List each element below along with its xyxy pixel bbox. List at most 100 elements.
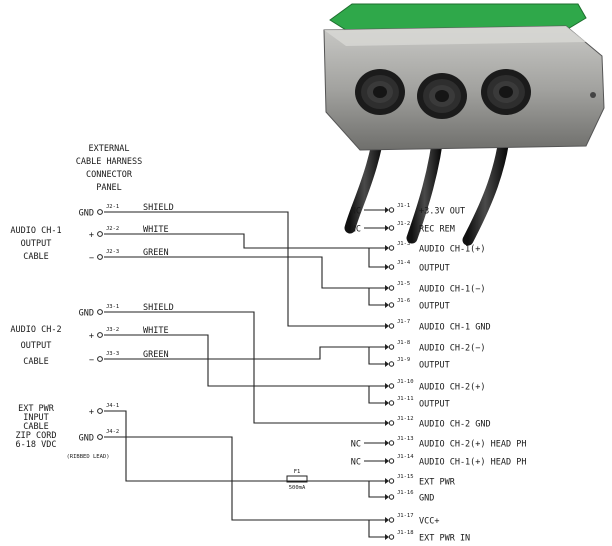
left-pin-side: GND [79,209,94,219]
right-pin-number: J1-4 [397,260,411,266]
right-pin-label: AUDIO CH-2(−) [419,344,486,354]
right-pin-label: GND [419,494,434,504]
arrow-icon [385,285,389,291]
arrow-icon [385,458,389,464]
pin-contact-icon [97,434,103,440]
left-pin-number: J4-1 [106,403,119,409]
strain-relief-2 [417,73,467,119]
right-pin-label: REC REM [419,225,455,235]
wire-color-label: WHITE [143,225,169,235]
pin-contact-icon [97,209,103,215]
right-pin-label: AUDIO CH-2(+) HEAD PH [419,440,526,450]
wire-j4-2-to-j1-17 [104,436,386,521]
cable-ch2-title-2: OUTPUT [21,341,52,351]
strain-relief-1 [355,69,405,115]
pin-contact-icon [97,408,103,414]
pin-contact-icon [388,383,395,389]
arrow-icon [385,400,389,406]
left-pin-number: J3-1 [106,304,119,310]
arrow-icon [385,302,389,308]
nc-label: NC [351,458,361,468]
pin-contact-icon [97,356,103,362]
left-pin-side: GND [79,434,94,444]
right-pin-label: OUTPUT [419,302,450,312]
arrow-icon [385,323,389,329]
wire-color-label: GREEN [143,248,169,258]
right-pin-label: AUDIO CH-1(+) HEAD PH [419,458,526,468]
wire-color-label: WHITE [143,326,169,336]
wire-color-label: SHIELD [143,203,174,213]
arrow-icon [385,440,389,446]
right-pin-number: J1-7 [397,319,410,325]
mount-hole [590,92,596,98]
right-pin-label: AUDIO CH-2 GND [419,420,491,430]
pin-contact-icon [388,478,395,484]
right-pin-number: J1-15 [397,474,414,480]
jumper-j1-10 [368,385,386,404]
panel-title: EXTERNAL CABLE HARNESS CONNECTOR PANEL [76,144,143,193]
wire-color-label: SHIELD [143,303,174,313]
panel-top-face [324,26,586,46]
right-pin-label: EXT PWR IN [419,534,470,544]
pin-contact-icon [97,254,103,260]
nc-label: NC [351,225,361,235]
panel-title-line-1: EXTERNAL [89,144,130,154]
wire-j3-2-to-j1-10 [104,334,386,387]
right-pin-label: OUTPUT [419,361,450,371]
left-pin: − J2-3 GREEN [89,248,169,264]
pin-contact-icon [388,420,395,426]
pin-contact-icon [388,344,395,350]
jumper-j1-15 [368,480,386,498]
right-pin-label: AUDIO CH-1 GND [419,323,491,333]
pin-contact-icon [97,332,103,338]
wire-j2-1-to-j1-7 [104,211,386,327]
pin-contact-icon [388,285,395,291]
left-pin-number: J2-3 [106,249,119,255]
right-pin-label: OUTPUT [419,400,450,410]
ribbed-lead-note: (RIBBED LEAD) [66,454,109,460]
cable-ch1-title-3: CABLE [23,252,49,262]
arrow-icon [385,517,389,523]
pin-contact-icon [388,517,395,523]
wire-color-label: GREEN [143,350,169,360]
cable-pwr-title-4: ZIP CORD [16,431,57,441]
pin-contact-icon [388,264,395,270]
left-pin-side: + [89,408,94,418]
left-pin-number: J3-2 [106,327,119,333]
right-pin-number: J1-14 [397,454,414,460]
cable-ch2-title-3: CABLE [23,357,49,367]
arrow-icon [385,344,389,350]
pin-contact-icon [97,309,103,315]
wires [104,211,386,538]
left-pin: + J4-1 [89,403,119,418]
right-pin-number: J1-3 [397,241,410,247]
strain-relief-3 [481,69,531,115]
left-pin-side: − [89,356,94,366]
pin-contact-icon [388,534,395,540]
arrow-icon [385,245,389,251]
pin-contact-icon [388,207,395,213]
pin-contact-icon [388,225,395,231]
right-pin-label: AUDIO CH-1(−) [419,285,486,295]
jumper-j1-17 [368,519,386,538]
wire-j4-1-to-j1-15 [104,410,386,482]
left-pin-side: − [89,254,94,264]
left-pin-number: J4-2 [106,429,119,435]
pin-contact-icon [388,458,395,464]
